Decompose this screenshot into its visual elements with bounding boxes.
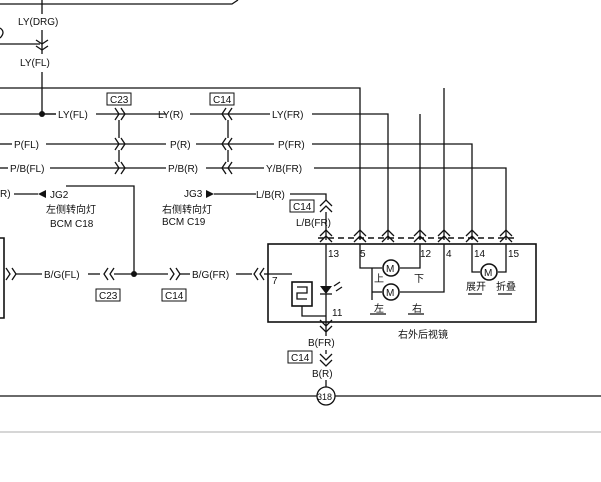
- junction-arrow-jg3: [206, 190, 214, 198]
- mirror-label-up: 上: [374, 273, 384, 285]
- svg-text:C14: C14: [213, 95, 232, 106]
- connector-c14-mid: C14: [289, 199, 333, 213]
- top-connector-fragment: [0, 0, 239, 45]
- mirror-pin-7: 7: [272, 276, 278, 287]
- mirror-label-right: 右: [412, 302, 422, 315]
- wire-label-r-left: R): [0, 189, 11, 200]
- wire-label-pb-r: P/B(R): [168, 164, 198, 175]
- mirror-turn-led-icon: [320, 244, 343, 316]
- junction-jg3-desc: 右侧转向灯: [162, 203, 212, 216]
- junction-jg3-bcm: BCM C19: [162, 217, 206, 228]
- svg-text:C14: C14: [293, 202, 312, 213]
- junction-jg2-bcm: BCM C18: [50, 219, 94, 230]
- svg-text:C14: C14: [165, 291, 184, 302]
- svg-text:C23: C23: [110, 95, 129, 106]
- junction-jg2-desc: 左侧转向灯: [46, 203, 96, 216]
- wire-p-fr: [312, 143, 473, 240]
- wire-label-p-fl: P(FL): [14, 140, 39, 151]
- wire-label-bg-fl: B/G(FL): [44, 270, 80, 281]
- wire-label-yb-fr: Y/B(FR): [266, 164, 302, 175]
- mirror-pin-15: 15: [508, 249, 520, 260]
- svg-text:C23: C23: [99, 291, 118, 302]
- wire-label-lb-r: L/B(R): [256, 190, 285, 201]
- connector-c23-bottom: C23: [95, 267, 121, 302]
- wire-label-b-r: B(R): [312, 369, 333, 380]
- mirror-pin-14: 14: [474, 249, 486, 260]
- svg-text:M: M: [386, 288, 394, 299]
- mirror-module-name: 右外后视镜: [398, 328, 448, 341]
- wire-label-ly-r: LY(R): [158, 110, 183, 121]
- connector-c14-top: C14: [209, 92, 235, 175]
- connector-left-device: [5, 267, 17, 281]
- wire-label-p-r: P(R): [170, 140, 191, 151]
- ground-point-label: 318: [317, 392, 332, 402]
- wire-yb-fr: [314, 167, 507, 240]
- mirror-pin-11: 11: [332, 308, 343, 319]
- connector-c14-ground: C14: [287, 350, 333, 367]
- wire-label-ly-fl: LY(FL): [58, 110, 88, 121]
- mirror-module-frame: [267, 243, 537, 323]
- mirror-pin-5: 5: [360, 249, 366, 260]
- junction-arrow-jg2: [38, 190, 46, 198]
- connector-mirror-pin7: [253, 267, 265, 281]
- connector-c23-top: C23: [106, 92, 132, 175]
- connector-c14-bottom: C14: [161, 267, 187, 302]
- wire-label-p-fr: P(FR): [278, 140, 305, 151]
- ground-point-icon: 318: [316, 386, 336, 406]
- mirror-pin-4: 4: [446, 249, 452, 260]
- mirror-pin-12: 12: [420, 249, 432, 260]
- wire-label-bg-fr: B/G(FR): [192, 270, 229, 281]
- mirror-label-fold: 折叠: [496, 280, 516, 293]
- wire-jg2-feed: [66, 185, 135, 274]
- wire-label-ly-fl-top: LY(FL): [20, 58, 50, 69]
- left-device-fragment: [0, 237, 5, 319]
- motor-fold-icon: M: [480, 263, 498, 281]
- svg-text:M: M: [386, 264, 394, 275]
- motor-left-right-icon: M: [382, 283, 400, 301]
- mirror-label-left: 左: [374, 302, 384, 315]
- motor-up-down-icon: M: [382, 259, 400, 277]
- wire-label-lb-fr: L/B(FR): [296, 218, 331, 229]
- mirror-label-unfold: 展开: [466, 281, 486, 293]
- svg-text:C14: C14: [291, 353, 310, 364]
- wire-label-ly-fr: LY(FR): [272, 110, 303, 121]
- mirror-pin-13: 13: [328, 249, 340, 260]
- mirror-heater-icon: [291, 281, 326, 317]
- wire-label-b-fr: B(FR): [308, 338, 335, 349]
- mirror-pin-chevrons: [319, 229, 513, 243]
- wire-label-pb-fl: P/B(FL): [10, 164, 44, 175]
- wire-top-feed: [0, 87, 361, 240]
- svg-text:M: M: [484, 268, 492, 279]
- wire-ly-fr: [312, 113, 389, 240]
- wire-label-ly-drg: LY(DRG): [18, 17, 58, 28]
- junction-jg3: JG3: [184, 189, 203, 200]
- mirror-label-down: 下: [414, 274, 424, 285]
- splice-dot-bg: [131, 271, 137, 277]
- junction-jg2: JG2: [50, 190, 69, 201]
